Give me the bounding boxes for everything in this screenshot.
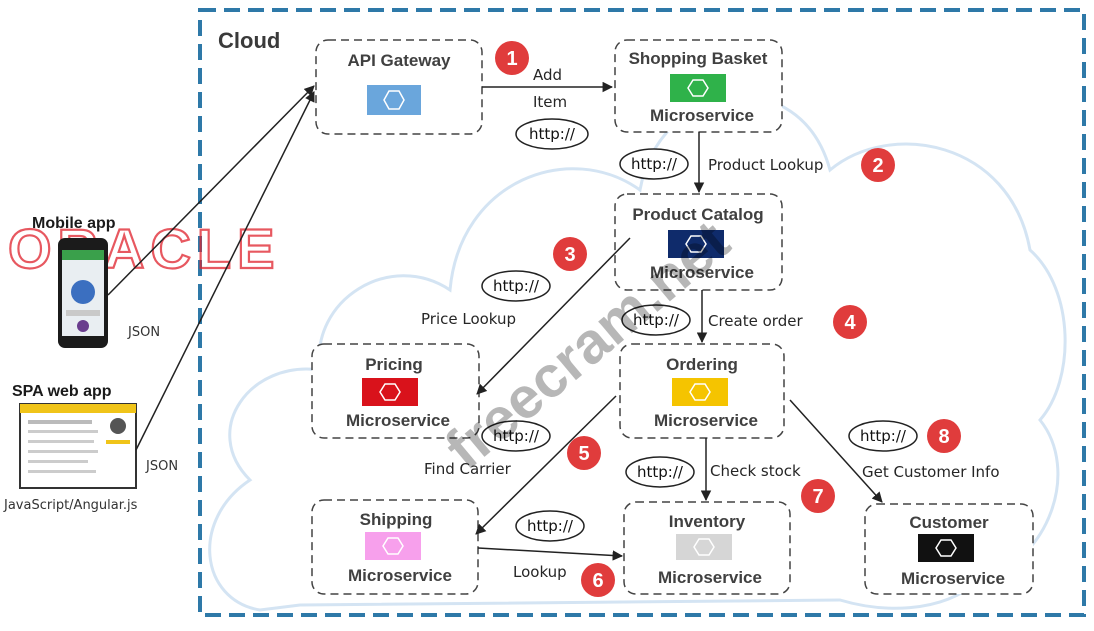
inventory-node: Inventory Microservice bbox=[623, 501, 791, 595]
spa-json-label: JSON bbox=[145, 459, 178, 474]
step7-label: Check stock bbox=[710, 462, 801, 480]
step6-number-badge: 6 bbox=[581, 563, 615, 597]
product-catalog-node: Product Catalog Microservice bbox=[614, 193, 783, 291]
svg-text:1: 1 bbox=[506, 48, 517, 70]
step4-number-badge: 4 bbox=[833, 305, 867, 339]
svg-text:http://: http:// bbox=[493, 427, 540, 445]
shipping-icon bbox=[365, 532, 421, 560]
svg-text:http://: http:// bbox=[637, 463, 684, 481]
customer-node: Customer Microservice bbox=[864, 503, 1034, 595]
step6-http-badge: http:// bbox=[515, 510, 585, 542]
step8-http-badge: http:// bbox=[848, 420, 918, 452]
inventory-title: Inventory bbox=[669, 512, 746, 531]
step5-number-badge: 5 bbox=[567, 436, 601, 470]
svg-text:2: 2 bbox=[872, 155, 883, 177]
cloud-boundary bbox=[198, 8, 1086, 617]
svg-text:7: 7 bbox=[812, 486, 823, 508]
product-catalog-title: Product Catalog bbox=[632, 205, 763, 224]
api-gateway-node: API Gateway bbox=[315, 39, 483, 135]
browser-window-icon bbox=[19, 403, 137, 489]
customer-icon bbox=[918, 534, 974, 562]
step2-number-badge: 2 bbox=[861, 148, 895, 182]
customer-title: Customer bbox=[909, 513, 989, 532]
step2-label: Product Lookup bbox=[708, 156, 823, 174]
step4-http-badge: http:// bbox=[621, 304, 691, 336]
shipping-title: Shipping bbox=[360, 510, 433, 529]
step8-number-badge: 8 bbox=[927, 419, 961, 453]
svg-text:5: 5 bbox=[578, 443, 589, 465]
ordering-icon bbox=[672, 378, 728, 406]
ordering-sub: Microservice bbox=[654, 411, 758, 430]
svg-text:8: 8 bbox=[938, 426, 949, 448]
oracle-logo: ORACLE bbox=[8, 217, 280, 280]
mobile-phone-icon bbox=[58, 238, 108, 348]
pricing-title: Pricing bbox=[365, 355, 423, 374]
mobile-to-gateway-arrow bbox=[107, 85, 315, 296]
product-catalog-sub: Microservice bbox=[650, 263, 754, 282]
spa-to-gateway-arrow bbox=[135, 91, 315, 451]
svg-text:http://: http:// bbox=[860, 427, 907, 445]
inventory-icon bbox=[676, 534, 732, 560]
mobile-json-label: JSON bbox=[127, 325, 160, 340]
step5-label: Find Carrier bbox=[424, 460, 512, 478]
step3-label: Price Lookup bbox=[421, 310, 516, 328]
inventory-sub: Microservice bbox=[658, 568, 762, 587]
shopping-basket-sub: Microservice bbox=[650, 106, 754, 125]
step2-http-badge: http:// bbox=[619, 148, 689, 180]
pricing-sub: Microservice bbox=[346, 411, 450, 430]
spa-tech-label: JavaScript/Angular.js bbox=[3, 498, 138, 513]
svg-text:http://: http:// bbox=[631, 155, 678, 173]
spa-app-title: SPA web app bbox=[12, 383, 112, 400]
mobile-app-title: Mobile app bbox=[32, 215, 116, 232]
shipping-node: Shipping Microservice bbox=[311, 499, 479, 595]
pricing-icon bbox=[362, 378, 418, 406]
ordering-node: Ordering Microservice bbox=[619, 343, 785, 439]
svg-text:3: 3 bbox=[564, 244, 575, 266]
step1-label-line2: Item bbox=[533, 93, 567, 111]
step8-label: Get Customer Info bbox=[862, 463, 1000, 481]
step3-http-badge: http:// bbox=[481, 270, 551, 302]
product-catalog-icon bbox=[668, 230, 724, 258]
pricing-node: Pricing Microservice bbox=[311, 343, 480, 439]
ordering-title: Ordering bbox=[666, 355, 738, 374]
svg-text:http://: http:// bbox=[633, 311, 680, 329]
step4-label: Create order bbox=[708, 312, 803, 330]
step7-http-badge: http:// bbox=[625, 456, 695, 488]
shopping-basket-icon bbox=[670, 74, 726, 102]
svg-text:6: 6 bbox=[592, 570, 603, 592]
svg-text:http://: http:// bbox=[527, 517, 574, 535]
api-gateway-icon bbox=[367, 85, 421, 115]
step1-label-line1: Add bbox=[533, 66, 562, 84]
svg-text:4: 4 bbox=[844, 312, 856, 334]
svg-text:http://: http:// bbox=[493, 277, 540, 295]
cloud-label: Cloud bbox=[218, 28, 280, 53]
step5-http-badge: http:// bbox=[481, 420, 551, 452]
step7-number-badge: 7 bbox=[801, 479, 835, 513]
shopping-basket-title: Shopping Basket bbox=[629, 49, 768, 68]
step8-arrow bbox=[789, 399, 883, 503]
api-gateway-title: API Gateway bbox=[348, 51, 452, 70]
step3-number-badge: 3 bbox=[553, 237, 587, 271]
step1-number-badge: 1 bbox=[495, 41, 529, 75]
step5-arrow bbox=[475, 395, 617, 535]
step3-arrow bbox=[476, 237, 631, 395]
step6-arrow bbox=[477, 547, 624, 561]
shipping-sub: Microservice bbox=[348, 566, 452, 585]
shopping-basket-node: Shopping Basket Microservice bbox=[614, 39, 783, 133]
step1-http-badge: http:// bbox=[515, 118, 589, 150]
svg-text:http://: http:// bbox=[529, 125, 576, 143]
customer-sub: Microservice bbox=[901, 569, 1005, 588]
step6-label: Lookup bbox=[513, 563, 567, 581]
